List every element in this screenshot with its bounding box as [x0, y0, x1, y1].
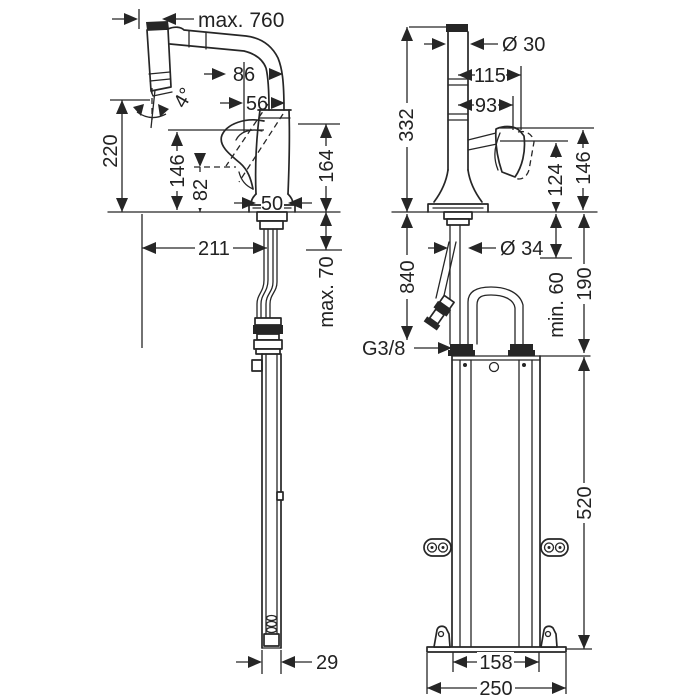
dim-thread: G3/8	[362, 338, 405, 360]
dim-hose-length: 840	[397, 260, 419, 293]
shank-and-hoses-front	[423, 211, 535, 356]
dim-reach: 211	[198, 238, 230, 260]
dim-base-width: 50	[261, 193, 283, 215]
spout-arc	[167, 26, 285, 111]
dim-spout-diameter: Ø 30	[502, 34, 545, 56]
box-clip-right	[540, 538, 569, 557]
spray-head	[146, 21, 173, 97]
front-view-dimensions: Ø 30 115 93 332 840 124	[362, 26, 596, 700]
dim-handle-reach-outer: 115	[474, 65, 506, 87]
dim-min-clearance: min. 60	[546, 272, 568, 338]
angled-supply-fitting	[423, 294, 455, 331]
dim-handle-top-height-side: 146	[167, 154, 189, 187]
box-clip-left	[423, 538, 452, 557]
dim-hose-guide-width: 29	[316, 652, 338, 674]
side-view-dimensions: max. 760 86 56 4° 220 146 82	[100, 9, 342, 674]
dim-box-top-offset: 190	[574, 267, 596, 300]
hose-guide-tube	[261, 353, 284, 649]
dim-pullout: max. 760	[198, 9, 284, 32]
front-view-faucet	[391, 24, 598, 653]
dim-outlet-height: 220	[100, 134, 122, 167]
mounting-box	[423, 355, 591, 653]
dim-counter-thickness: max. 70	[316, 256, 338, 327]
dim-total-height: 332	[396, 108, 418, 141]
select-handle-front	[467, 125, 535, 180]
dim-handle-reach-inner: 93	[475, 95, 497, 117]
dim-box-height: 520	[574, 486, 596, 519]
dim-box-width: 158	[479, 652, 512, 674]
spout-pipe-front	[427, 24, 489, 213]
dim-body-height: 164	[316, 149, 338, 182]
dim-shank-diameter: Ø 34	[500, 238, 543, 260]
dim-spout-offset: 56	[246, 93, 268, 115]
side-view-faucet	[107, 21, 341, 649]
dim-handle-top-height-front: 146	[573, 151, 595, 184]
handle-motion-dashes	[194, 103, 284, 183]
box-top-hole	[488, 361, 500, 373]
shank-and-hoses-side	[251, 211, 288, 372]
box-foot-right	[540, 625, 558, 648]
dim-swivel-angle: 4°	[170, 84, 199, 112]
box-foot-left	[433, 625, 451, 648]
dim-pivot-height: 82	[190, 179, 212, 201]
dim-base-plate-width: 250	[479, 678, 512, 700]
dim-handle-pivot-height: 124	[545, 163, 567, 196]
